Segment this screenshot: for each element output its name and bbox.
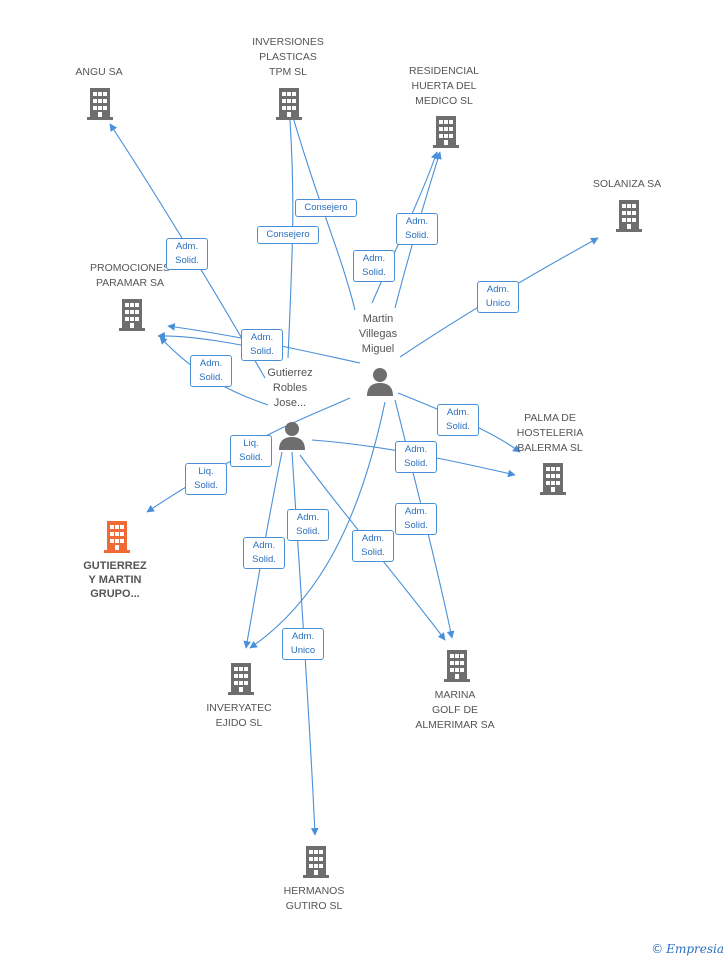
node-label-promociones: PROMOCIONES PARAMAR SA [90, 262, 170, 289]
footer-brand[interactable]: ©Empresia [651, 942, 724, 956]
edge-label-adm-solid: Adm. Solid. [287, 509, 329, 541]
edge-label-adm-solid: Adm. Solid. [353, 250, 395, 282]
edge-label-adm-solid: Adm. Solid. [395, 441, 437, 473]
node-label-marina: MARINA GOLF DE ALMERIMAR SA [415, 689, 495, 731]
building-icon[interactable] [441, 648, 473, 682]
building-icon[interactable] [430, 114, 462, 148]
node-label-hermanos: HERMANOS GUTIRO SL [283, 885, 345, 912]
copyright-icon: © [651, 942, 664, 956]
node-label-angu: ANGU SA [75, 66, 123, 78]
edge-label-liq-solid: Liq. Solid. [230, 435, 272, 467]
building-icon[interactable] [300, 844, 332, 878]
building-icon[interactable] [84, 86, 116, 120]
building-icon[interactable] [273, 86, 305, 120]
brand-name: Empresia [666, 942, 724, 956]
person-icon[interactable] [365, 366, 395, 396]
edge-label-adm-solid: Adm. Solid. [190, 355, 232, 387]
node-label-inversiones: INVERSIONES PLASTICAS TPM SL [252, 36, 324, 78]
edge-label-adm-unico: Adm. Unico [282, 628, 324, 660]
edge-label-adm-solid: Adm. Solid. [396, 213, 438, 245]
relationship-edge [288, 106, 356, 311]
building-icon-focus[interactable] [101, 519, 133, 553]
edge-label-adm-solid: Adm. Solid. [395, 503, 437, 535]
node-label-palma: PALMA DE HOSTELERIA BALERMA SL [516, 412, 584, 454]
edge-label-consejero: Consejero [257, 226, 319, 244]
building-icon[interactable] [225, 661, 257, 695]
relationship-edge [249, 401, 386, 649]
node-label-gutierrez-person: Gutierrez Robles Jose... [267, 367, 313, 409]
edge-label-adm-solid: Adm. Solid. [243, 537, 285, 569]
edge-label-adm-solid: Adm. Solid. [241, 329, 283, 361]
node-label-martin: Martin Villegas Miguel [358, 313, 398, 355]
building-icon[interactable] [116, 297, 148, 331]
node-label-solaniza: SOLANIZA SA [592, 178, 662, 190]
building-icon[interactable] [613, 198, 645, 232]
building-icon[interactable] [537, 461, 569, 495]
person-icon[interactable] [277, 420, 307, 450]
edge-label-adm-solid: Adm. Solid. [352, 530, 394, 562]
edge-label-liq-solid: Liq. Solid. [185, 463, 227, 495]
node-label-inveryatec: INVERYATEC EJIDO SL [206, 702, 272, 729]
edge-label-adm-unico: Adm. Unico [477, 281, 519, 313]
edge-label-consejero: Consejero [295, 199, 357, 217]
node-label-gutierrez-grupo: GUTIERREZ Y MARTIN GRUPO... [83, 560, 147, 600]
node-label-residencial: RESIDENCIAL HUERTA DEL MEDICO SL [408, 65, 480, 107]
edge-label-adm-solid: Adm. Solid. [437, 404, 479, 436]
edge-label-adm-solid: Adm. Solid. [166, 238, 208, 270]
